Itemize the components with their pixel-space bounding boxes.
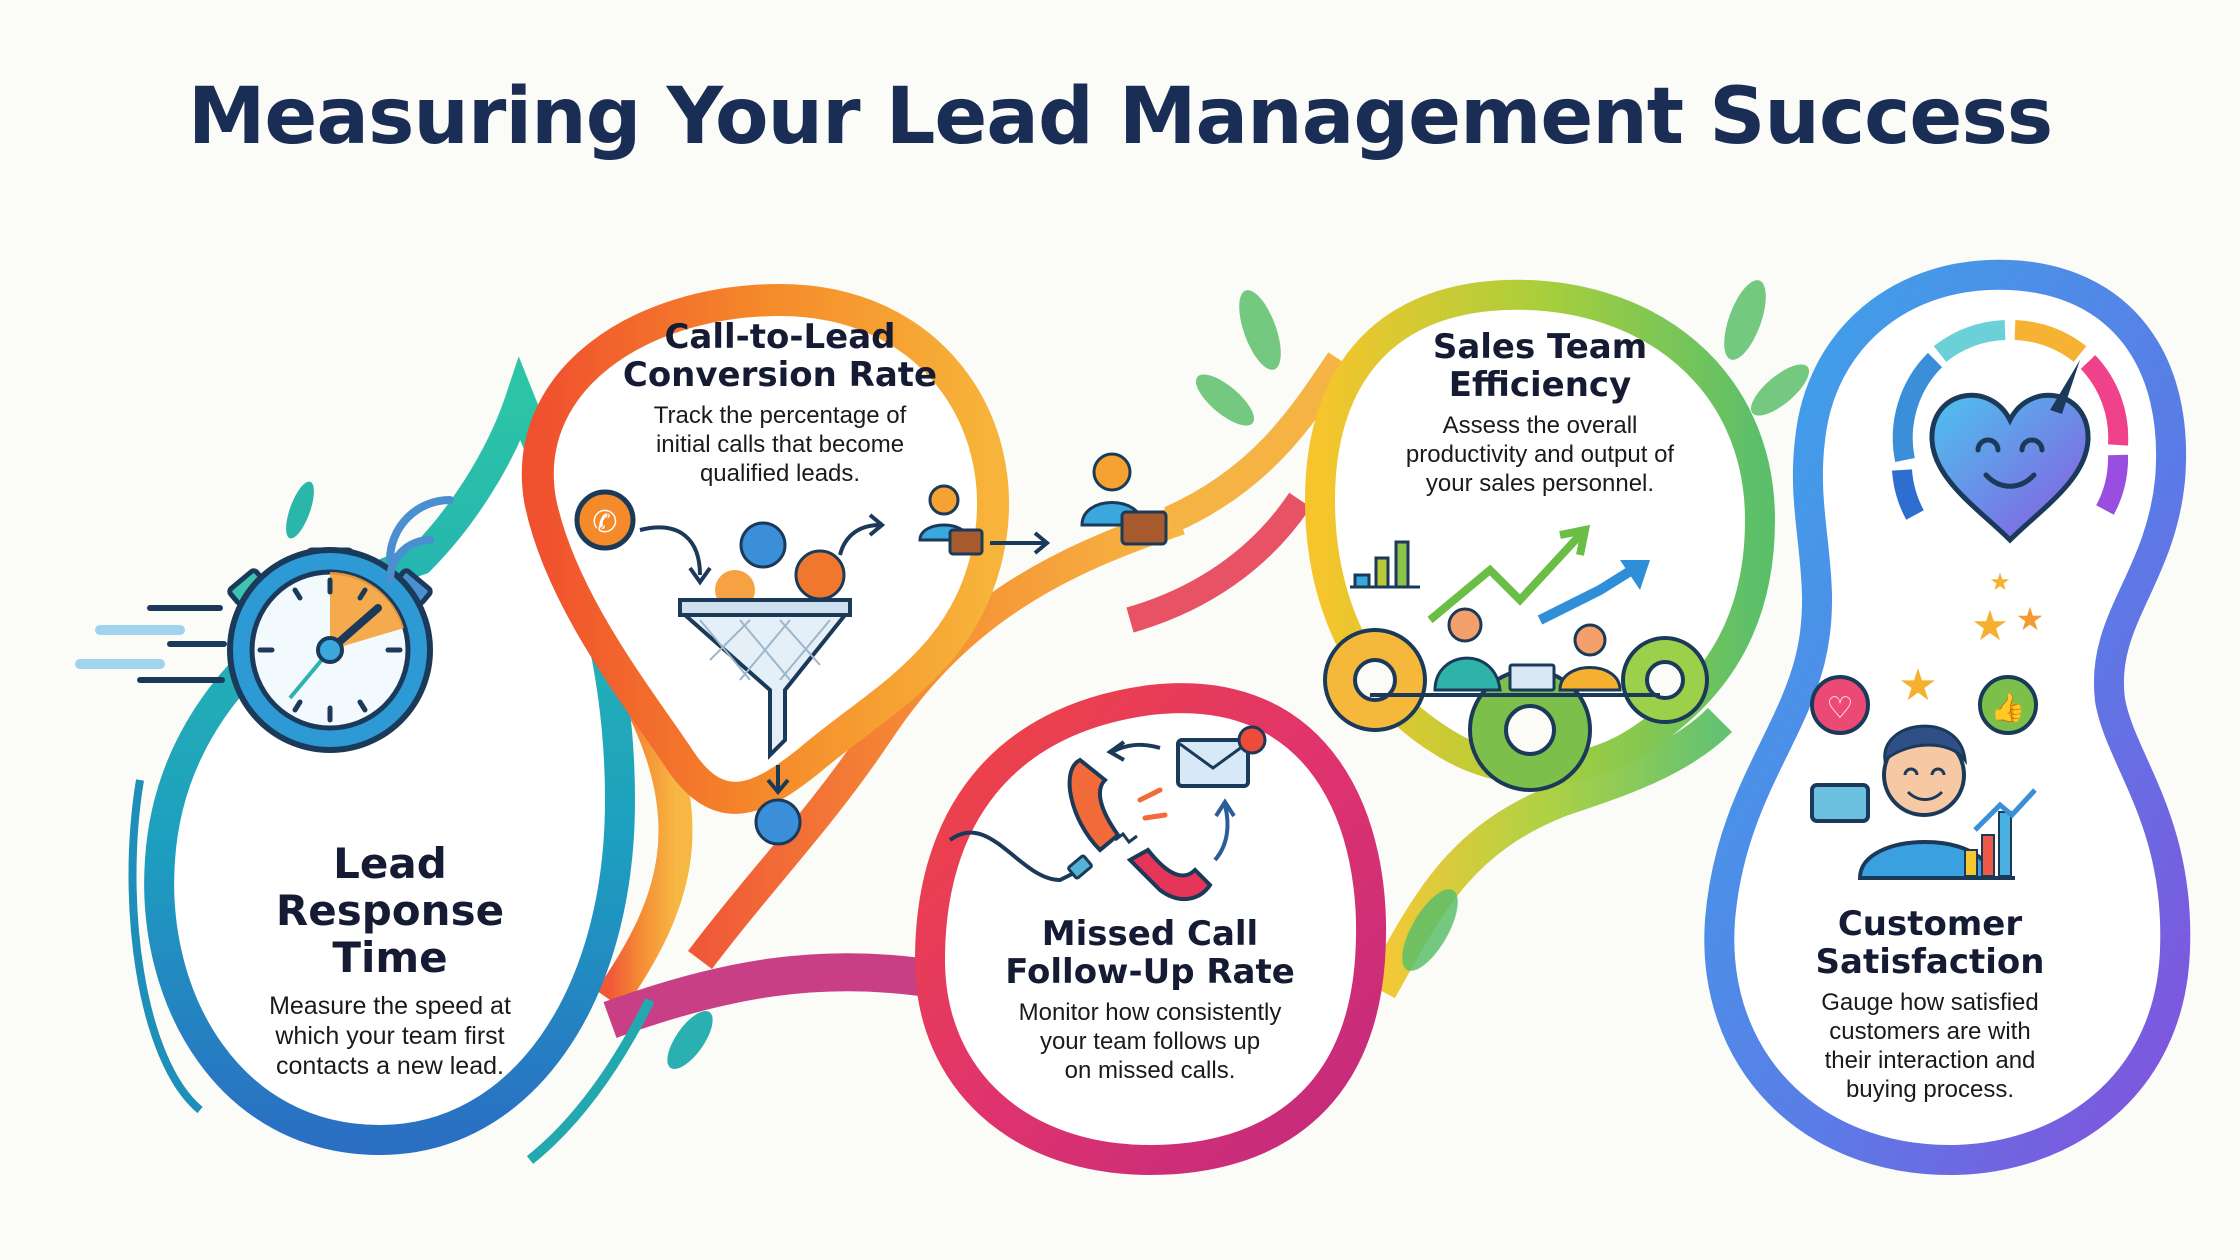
metric-description-line: their interaction and: [1824, 1046, 2036, 1074]
metric-description-line: which your team first: [275, 1022, 505, 1051]
metric-card-call-to-lead-conversion-rate: Call-to-Lead Conversion Rate Track the p…: [590, 318, 970, 489]
svg-text:♡: ♡: [1827, 691, 1854, 726]
metric-description-line: initial calls that become: [655, 430, 905, 458]
svg-text:✆: ✆: [592, 505, 617, 540]
page-title: Measuring Your Lead Management Success: [187, 72, 2053, 162]
svg-text:★: ★: [2016, 600, 2045, 638]
heart-gauge-icon: [1892, 320, 2129, 544]
metric-title-line: Efficiency: [1448, 365, 1632, 406]
metric-description-line: on missed calls.: [1064, 1056, 1236, 1084]
svg-text:★: ★: [1989, 568, 2011, 596]
metric-title-line: Sales Team: [1432, 327, 1648, 367]
broken-phone-icon: [948, 725, 1267, 901]
metric-card-missed-call-follow-up-rate: Missed Call Follow-Up Rate Monitor how c…: [960, 915, 1340, 1086]
metric-title-line: Customer: [1837, 904, 2023, 944]
metric-description-line: Track the percentage of: [653, 402, 907, 430]
metric-description-line: customers are with: [1829, 1017, 2031, 1045]
stopwatch-icon: [75, 496, 454, 753]
metric-description-line: Assess the overall: [1442, 412, 1638, 440]
metric-title-line: Follow-Up Rate: [1005, 952, 1295, 993]
metric-title-line: Missed Call: [1041, 914, 1259, 954]
metric-title-line: Response: [275, 886, 505, 936]
metric-description-line: Measure the speed at: [269, 992, 511, 1021]
metric-description-line: productivity and output of: [1405, 440, 1675, 468]
metric-title-line: Time: [332, 933, 448, 983]
svg-text:👍: 👍: [1991, 691, 2026, 724]
funnel-icon: ✆: [574, 452, 1168, 846]
svg-text:★: ★: [1971, 601, 2009, 650]
metric-title-line: Conversion Rate: [622, 355, 938, 396]
svg-text:★: ★: [1898, 660, 1937, 711]
metric-description-line: your team follows up: [1039, 1027, 1261, 1055]
metric-description-line: buying process.: [1845, 1075, 2015, 1103]
metric-description-line: your sales personnel.: [1425, 469, 1655, 497]
metric-card-lead-response-time: Lead Response Time Measure the speed at …: [230, 840, 550, 1081]
metric-description-line: Gauge how satisfied: [1821, 989, 2039, 1017]
metric-description-line: Monitor how consistently: [1018, 999, 1282, 1027]
metric-description-line: contacts a new lead.: [276, 1052, 504, 1081]
metric-title-line: Satisfaction: [1815, 942, 2045, 983]
gears-team-icon: [1323, 524, 1709, 792]
metric-title-line: Call-to-Lead: [664, 317, 896, 357]
metric-title-line: Lead: [333, 839, 447, 888]
metric-card-customer-satisfaction: Customer Satisfaction Gauge how satisfie…: [1780, 905, 2080, 1104]
ring-customer-satisfaction: [1704, 259, 2191, 1176]
satisfied-customer-icon: ★ ★ ★ ★ ♡ 👍: [1810, 568, 2045, 880]
metric-description-line: qualified leads.: [699, 459, 861, 487]
metric-card-sales-team-efficiency: Sales Team Efficiency Assess the overall…: [1345, 328, 1735, 499]
